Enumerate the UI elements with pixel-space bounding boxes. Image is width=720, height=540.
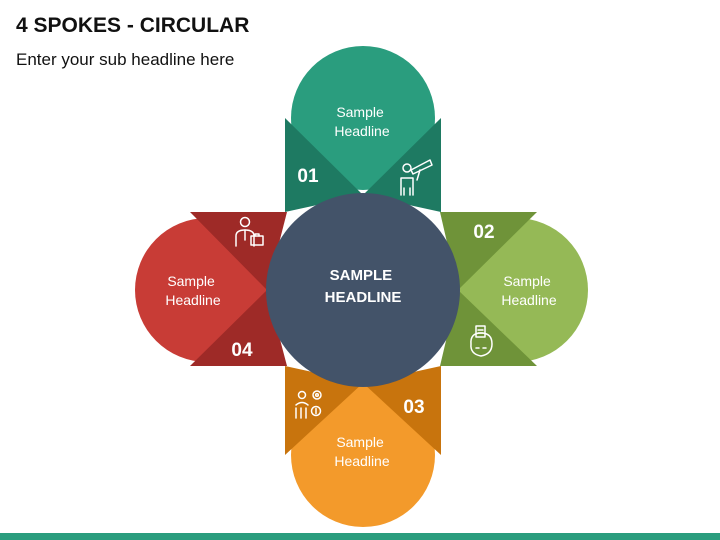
spoke-03-right-fold bbox=[363, 366, 441, 455]
telescope-person-icon bbox=[400, 159, 433, 196]
spoke-04-headline-line1: Sample bbox=[167, 273, 215, 289]
spoke-01-petal bbox=[291, 46, 435, 190]
spoke-03-left-fold bbox=[285, 366, 363, 455]
spoke-02-headline-line2: Headline bbox=[501, 292, 556, 308]
page-title: 4 SPOKES - CIRCULAR bbox=[16, 14, 250, 37]
spoke-01-number: 01 bbox=[297, 166, 319, 187]
spoke-02-top-fold bbox=[440, 212, 537, 290]
spoke-01-right-fold bbox=[363, 118, 441, 212]
spoke-02-headline-line1: Sample bbox=[503, 273, 551, 289]
page-subtitle: Enter your sub headline here bbox=[16, 50, 235, 69]
spoke-03-headline-line2: Headline bbox=[334, 453, 389, 469]
spoke-01-left-fold bbox=[285, 118, 363, 212]
team-settings-icon bbox=[295, 390, 322, 419]
center-hub: SAMPLE HEADLINE bbox=[266, 193, 460, 387]
svg-text:Sample Headline: Sample Headline bbox=[501, 273, 556, 308]
spoke-04: 04 Sample Headline bbox=[135, 212, 287, 366]
spoke-03-petal bbox=[291, 383, 435, 527]
spoke-01-headline-line2: Headline bbox=[334, 123, 389, 139]
spoke-04-number: 04 bbox=[231, 340, 253, 361]
businessman-briefcase-icon bbox=[235, 216, 264, 247]
svg-text:SAMPLE HEADLINE: SAMPLE HEADLINE bbox=[325, 267, 402, 306]
spoke-04-top-fold bbox=[190, 212, 287, 290]
center-headline-line1: SAMPLE bbox=[330, 267, 393, 284]
spoke-03: 03 Sample Headline bbox=[285, 366, 441, 527]
svg-text:Sample Headline: Sample Headline bbox=[165, 273, 220, 308]
svg-text:Sample Headline: Sample Headline bbox=[334, 434, 389, 469]
spoke-01-headline-line1: Sample bbox=[336, 104, 384, 120]
spoke-03-headline-line1: Sample bbox=[336, 434, 384, 450]
spoke-02: 02 Sample Headline bbox=[440, 212, 588, 366]
center-circle bbox=[266, 193, 460, 387]
idea-head-icon bbox=[470, 325, 493, 357]
spoke-02-number: 02 bbox=[473, 222, 494, 243]
spoke-04-bottom-fold bbox=[190, 290, 287, 366]
spoke-04-headline-line2: Headline bbox=[165, 292, 220, 308]
spoke-01: 01 Sample Headline bbox=[285, 46, 441, 212]
spoke-02-bottom-fold bbox=[440, 290, 537, 366]
center-headline-line2: HEADLINE bbox=[325, 289, 402, 306]
svg-text:Sample Headline: Sample Headline bbox=[334, 104, 389, 139]
spoke-03-number: 03 bbox=[403, 397, 424, 418]
footer-accent-bar bbox=[0, 533, 720, 540]
